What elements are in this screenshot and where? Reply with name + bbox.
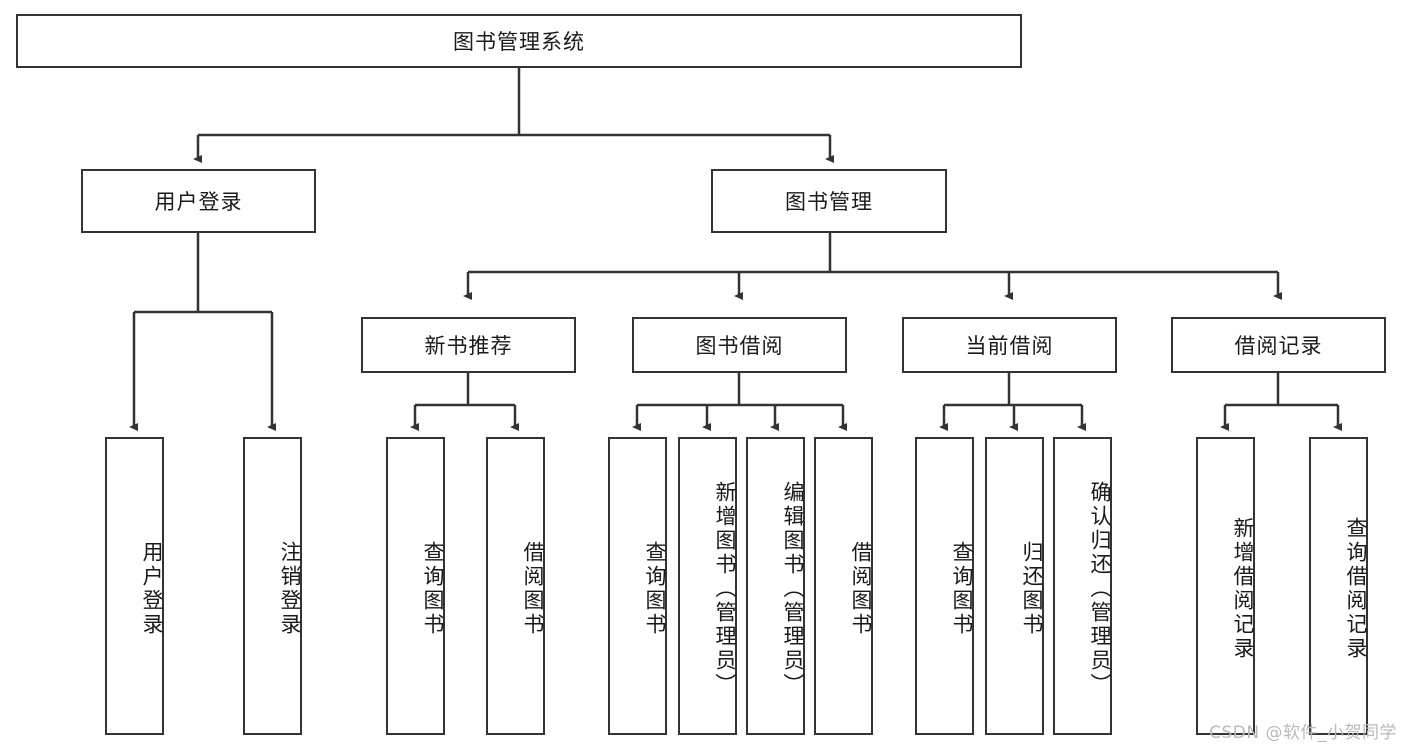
node-leaf-query-record-label: 查询借阅记录 <box>1344 517 1368 661</box>
node-leaf-logout-login-label: 注销登录 <box>278 541 302 637</box>
node-leaf-edit-book-label: 编辑图书（管理员） <box>781 481 805 697</box>
node-leaf-query-record[interactable]: 查询借阅记录 <box>1309 437 1368 735</box>
node-book-management[interactable]: 图书管理 <box>711 169 947 233</box>
node-leaf-user-login[interactable]: 用户登录 <box>105 437 164 735</box>
node-leaf-add-book-label: 新增图书（管理员） <box>713 481 737 697</box>
node-new-book-recommend[interactable]: 新书推荐 <box>361 317 576 373</box>
node-borrow-record-label: 借阅记录 <box>1234 334 1323 358</box>
node-borrow-record[interactable]: 借阅记录 <box>1171 317 1386 373</box>
node-book-borrow-label: 图书借阅 <box>695 334 784 358</box>
node-leaf-query-book-3-label: 查询图书 <box>950 541 974 637</box>
node-leaf-query-book-2[interactable]: 查询图书 <box>608 437 667 735</box>
node-root[interactable]: 图书管理系统 <box>16 14 1022 68</box>
node-leaf-user-login-label: 用户登录 <box>140 541 164 637</box>
node-user-login-label: 用户登录 <box>154 190 243 214</box>
node-leaf-query-book-2-label: 查询图书 <box>643 541 667 637</box>
node-leaf-add-book[interactable]: 新增图书（管理员） <box>678 437 737 735</box>
node-leaf-borrow-book-1[interactable]: 借阅图书 <box>486 437 545 735</box>
node-book-borrow[interactable]: 图书借阅 <box>632 317 847 373</box>
node-leaf-confirm-return[interactable]: 确认归还（管理员） <box>1053 437 1112 735</box>
node-current-borrow-label: 当前借阅 <box>965 334 1054 358</box>
node-leaf-query-book-1[interactable]: 查询图书 <box>386 437 445 735</box>
node-root-label: 图书管理系统 <box>453 30 585 54</box>
node-new-book-recommend-label: 新书推荐 <box>424 334 513 358</box>
node-leaf-borrow-book-2[interactable]: 借阅图书 <box>814 437 873 735</box>
node-leaf-add-record-label: 新增借阅记录 <box>1231 517 1255 661</box>
node-leaf-borrow-book-1-label: 借阅图书 <box>521 541 545 637</box>
node-user-login[interactable]: 用户登录 <box>81 169 316 233</box>
node-leaf-query-book-3[interactable]: 查询图书 <box>915 437 974 735</box>
node-leaf-logout-login[interactable]: 注销登录 <box>243 437 302 735</box>
node-leaf-confirm-return-label: 确认归还（管理员） <box>1088 481 1112 697</box>
node-leaf-query-book-1-label: 查询图书 <box>421 541 445 637</box>
node-leaf-add-record[interactable]: 新增借阅记录 <box>1196 437 1255 735</box>
watermark-text: CSDN @软件_小贺同学 <box>1209 723 1397 743</box>
node-current-borrow[interactable]: 当前借阅 <box>902 317 1117 373</box>
node-leaf-edit-book[interactable]: 编辑图书（管理员） <box>746 437 805 735</box>
node-leaf-borrow-book-2-label: 借阅图书 <box>849 541 873 637</box>
node-leaf-return-book[interactable]: 归还图书 <box>985 437 1044 735</box>
node-book-management-label: 图书管理 <box>785 190 873 214</box>
node-leaf-return-book-label: 归还图书 <box>1020 541 1044 637</box>
